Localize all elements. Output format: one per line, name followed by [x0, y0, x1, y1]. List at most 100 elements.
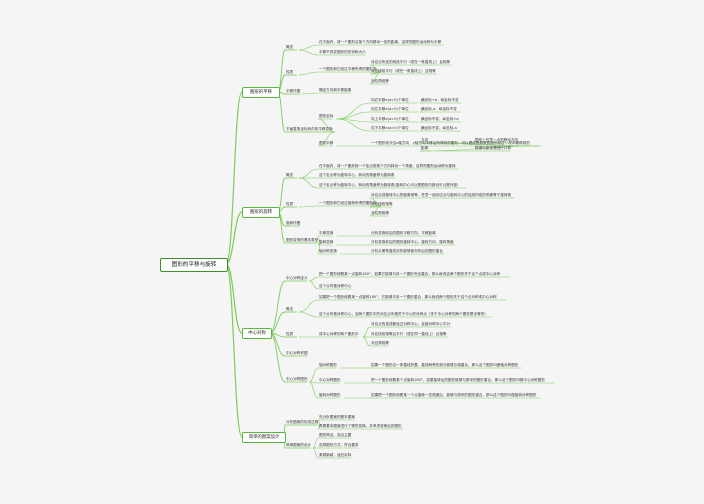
node-4[interactable]: 如果把一个图形绕着某一个点旋转一定角度后，能够与原来的图形重合，那么这个图形叫做… [371, 393, 537, 397]
branch-translation[interactable]: 图形的平移 [242, 87, 280, 98]
node-3[interactable]: 在平面内，将一个图形绕一个定点按某个方向转动一个角度，这样的图形运动称为旋转 [319, 164, 456, 168]
node-4[interactable]: 对应点到旋转中心的距离相等，任意一组对应点与旋转中心的连线所成的角都等于旋转角 [371, 193, 512, 197]
connector-line [298, 177, 319, 189]
connector-line [312, 437, 319, 449]
node-3[interactable]: 中心对称图形 [319, 378, 341, 382]
node-4[interactable]: 对应线段相等 [371, 202, 393, 206]
node-5[interactable]: 横坐标+a，纵坐标不变 [421, 98, 459, 102]
connector-line [309, 381, 319, 399]
connector-line [362, 326, 371, 338]
connector-line [225, 263, 243, 438]
node-4[interactable]: 向下平移a(a>0)个单位 [371, 126, 409, 130]
node-2[interactable]: 旋转作图 [286, 221, 301, 225]
root-node[interactable]: 图形的平移与旋转 [160, 258, 228, 272]
node-5[interactable]: 横坐标不变，纵坐标+a [421, 117, 459, 121]
connector-line [277, 91, 286, 133]
node-3[interactable]: 再看基本图案进行了哪些变换，并考虑变换后的图形 [319, 424, 402, 428]
node-3[interactable]: 图形坐标 [319, 114, 334, 118]
branch-rotation[interactable]: 图形的旋转 [242, 207, 280, 218]
node-2[interactable]: 概念 [286, 307, 294, 311]
connector-line [298, 205, 319, 208]
node-3[interactable]: 图形平移 [319, 141, 334, 145]
node-5[interactable]: 横坐标不变，纵坐标-a [421, 126, 457, 130]
node-3[interactable]: 轴对称图形 [319, 363, 337, 367]
node-4[interactable]: 分析变换前后的图形平移方向、平移距离 [371, 231, 436, 235]
node-4[interactable]: 向左平移a(a>0)个单位 [371, 107, 409, 111]
node-2[interactable]: 概念 [286, 45, 294, 49]
node-3[interactable]: 把一个图形绕着某一点旋转180°，如果它能够与另一个图形完全重合，那么就说这两个… [319, 272, 501, 276]
node-3[interactable]: 一个图形和它经过平移所得的图形中 [319, 67, 377, 71]
node-3[interactable]: 这个点叫做对称中心，这两个图形中的对应点叫做关于中心的对称点（关于中心对称的两个… [319, 312, 488, 316]
connector-line [309, 276, 319, 282]
node-2[interactable]: 平移作图 [286, 89, 301, 93]
node-4[interactable]: 如果一个图形沿一条直线折叠，直线两旁的部分能够互相重合，那么这个图形叫做轴对称图… [371, 363, 519, 367]
node-2[interactable]: 平面直角坐标系内的平移变换 [286, 127, 333, 131]
node-3[interactable]: 在平面内，将一个图形沿某个方向移动一定的距离，这样的图形运动称为平移 [319, 40, 442, 44]
node-2[interactable]: 性质 [286, 332, 294, 336]
connector-line [269, 280, 286, 334]
branch-pattern-design[interactable]: 简单的图案设计 [242, 432, 286, 443]
node-4[interactable]: 分析变换前后的图形旋转中心、旋转方向、旋转角度 [371, 240, 454, 244]
connector-line [225, 263, 243, 334]
node-2[interactable]: 分析图案的形成过程 [286, 420, 319, 424]
node-3[interactable]: 一个图形和它经过旋转所得的图形中 [319, 201, 377, 205]
node-3[interactable]: 成中心对称的两个图形中 [319, 332, 359, 336]
connector-line [336, 111, 371, 120]
node-4[interactable]: 对应角相等 [371, 341, 389, 345]
node-4[interactable]: 对应线段平行（或在一条直线上）且相等 [371, 69, 436, 73]
node-5[interactable]: 横坐标-a，纵坐标不变 [421, 107, 457, 111]
connector-line [298, 71, 319, 76]
node-2[interactable]: 简单图案的设计 [286, 443, 312, 447]
node-3[interactable]: 先分析图案的基本图案 [319, 415, 355, 419]
node-4[interactable]: 分析从哪条直线对折能够使对折后的图形重合 [371, 249, 443, 253]
node-4[interactable]: 向右平移a(a>0)个单位 [371, 98, 409, 102]
node-2[interactable]: 性质 [286, 70, 294, 74]
branch-central-symmetry[interactable]: 中心对称 [242, 328, 272, 339]
node-3[interactable]: 美观新颖，适应实际 [319, 453, 352, 457]
connector-line [298, 311, 319, 318]
connector-line [369, 205, 382, 217]
node-3[interactable]: 平移变换 [319, 231, 334, 235]
node-4[interactable]: 对应点所连的线段平行（或在一条直线上）且相等 [371, 60, 451, 64]
node-3[interactable]: 旋转变换 [319, 240, 334, 244]
node-4[interactable]: 对应线段相等且平行（或在同一直线上）且相等 [371, 332, 447, 336]
node-3[interactable]: 选择图形方式，符合要求 [319, 443, 359, 447]
connector-line [301, 92, 319, 95]
node-2[interactable]: 中心对称作图 [286, 351, 308, 355]
node-5[interactable]: 方向 [421, 138, 429, 142]
node-3[interactable]: 确定方向和平移距离 [319, 88, 352, 92]
node-4[interactable]: 对应角相等 [371, 79, 389, 83]
node-4[interactable]: 向上平移a(a>0)个单位 [371, 117, 409, 121]
node-3[interactable]: 旋转对称图形 [319, 393, 341, 397]
node-3[interactable]: 这个定点称为旋转中心，转动的角度称为旋转角(旋转中心可以是图形内部也可以是外部) [319, 183, 459, 187]
connector-line [336, 102, 371, 120]
node-2[interactable]: 中心对称图形 [286, 377, 308, 381]
node-3[interactable]: 这个定点称为旋转中心，转动的角度称为旋转角 [319, 173, 395, 177]
connector-line [225, 91, 243, 265]
connector-line [298, 299, 319, 313]
connector-line [269, 332, 286, 383]
connector-line [309, 381, 319, 384]
node-2[interactable]: 性质 [286, 202, 294, 206]
node-3[interactable]: 图形简洁，突出主题 [319, 433, 352, 437]
connector-line [298, 44, 319, 51]
node-4[interactable]: 把一个图形绕着某个点旋转180°，如果旋转后的图形能够与原来的图形重合，那么这个… [371, 378, 545, 382]
node-5[interactable]: 距离 [421, 146, 429, 150]
node-3[interactable]: 轴对称变换 [319, 249, 337, 253]
node-4[interactable]: 对应点的连线都经过对称中心，且被对称中心平分 [371, 322, 451, 326]
node-2[interactable]: 中心对称定义 [286, 276, 308, 280]
connector-line [312, 447, 319, 459]
node-4[interactable]: 一个图形依次沿x轴方向、y轴方向平移后所得到的图形，可以看成是原来的图形经过一次… [371, 141, 530, 145]
node-4[interactable]: 对应角相等 [371, 211, 389, 215]
node-3[interactable]: 如果把一个图形绕着某一点旋转180°，它能够与另一个图形重合，那么就说两个图形关… [319, 295, 497, 299]
connector-line [362, 336, 371, 347]
node-6[interactable]: 根据勾股定理进行计算 [475, 146, 511, 150]
node-3[interactable]: 这个点叫做对称中心 [319, 284, 352, 288]
node-6[interactable]: 图形上任意一点的移动方向 [475, 138, 519, 142]
node-2[interactable]: 图形变换的基本类型 [286, 238, 319, 242]
connector-line [309, 367, 319, 383]
node-3[interactable]: 平移不改变图形的形状和大小 [319, 50, 366, 54]
node-2[interactable]: 概念 [286, 173, 294, 177]
connector-line [336, 118, 371, 132]
